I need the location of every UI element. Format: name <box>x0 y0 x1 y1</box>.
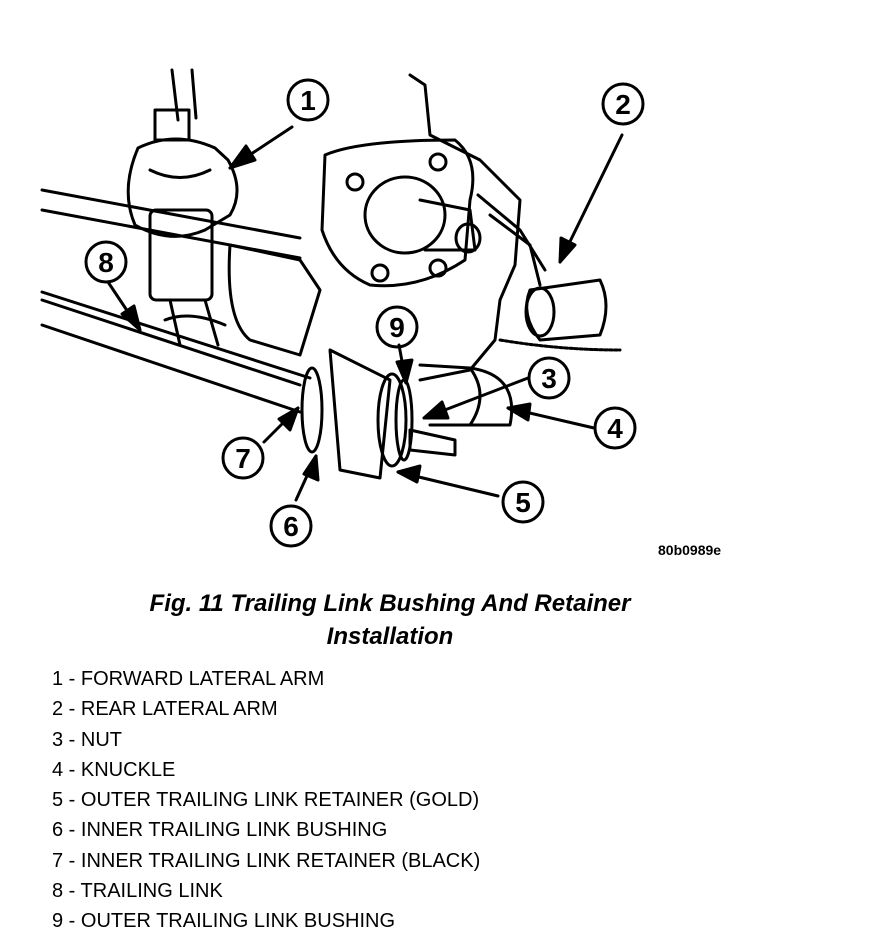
svg-text:6: 6 <box>283 511 299 542</box>
callout-6: 6 <box>269 504 313 548</box>
svg-text:3: 3 <box>541 363 557 394</box>
figure-code: 80b0989e <box>658 542 722 558</box>
svg-text:1: 1 <box>300 85 316 116</box>
svg-text:5: 5 <box>515 487 531 518</box>
legend-item: 9 - OUTER TRAILING LINK BUSHING <box>52 910 396 933</box>
callout-3: 3 <box>527 356 571 400</box>
svg-text:4: 4 <box>607 413 623 444</box>
legend-item: 2 - REAR LATERAL ARM <box>52 698 278 721</box>
knuckle-drawing <box>227 73 522 480</box>
legend-item: 4 - KNUCKLE <box>52 758 176 781</box>
legend-item: 6 - INNER TRAILING LINK BUSHING <box>52 819 388 842</box>
callout-2: 2 <box>601 82 645 126</box>
trailing-link-drawing <box>40 188 312 414</box>
svg-text:8: 8 <box>98 247 114 278</box>
legend-item: 3 - NUT <box>52 728 122 751</box>
legend-item: 8 - TRAILING LINK <box>52 880 223 903</box>
suspension-diagram: 1 2 3 4 5 6 7 8 9 <box>40 68 645 548</box>
callout-8: 8 <box>84 240 128 284</box>
callout-5: 5 <box>501 480 545 524</box>
parts-legend: 1 - FORWARD LATERAL ARM 2 - REAR LATERAL… <box>52 664 480 937</box>
callout-7: 7 <box>221 436 265 480</box>
rear-lateral-arm-drawing <box>476 193 622 352</box>
legend-item: 5 - OUTER TRAILING LINK RETAINER (GOLD) <box>52 789 480 812</box>
legend-item: 1 - FORWARD LATERAL ARM <box>52 668 325 690</box>
leader-arrows <box>106 125 624 502</box>
figure-caption-line-1: Fig. 11 Trailing Link Bushing And Retain… <box>149 590 631 617</box>
figure-caption-line-2: Installation <box>326 623 454 650</box>
forward-lateral-arm-drawing <box>126 68 239 347</box>
callout-9: 9 <box>375 305 419 349</box>
callout-1: 1 <box>286 78 330 122</box>
callout-4: 4 <box>593 406 637 450</box>
legend-item: 7 - INNER TRAILING LINK RETAINER (BLACK) <box>52 849 481 872</box>
svg-text:2: 2 <box>615 89 631 120</box>
svg-text:9: 9 <box>389 312 405 343</box>
svg-text:7: 7 <box>235 443 251 474</box>
